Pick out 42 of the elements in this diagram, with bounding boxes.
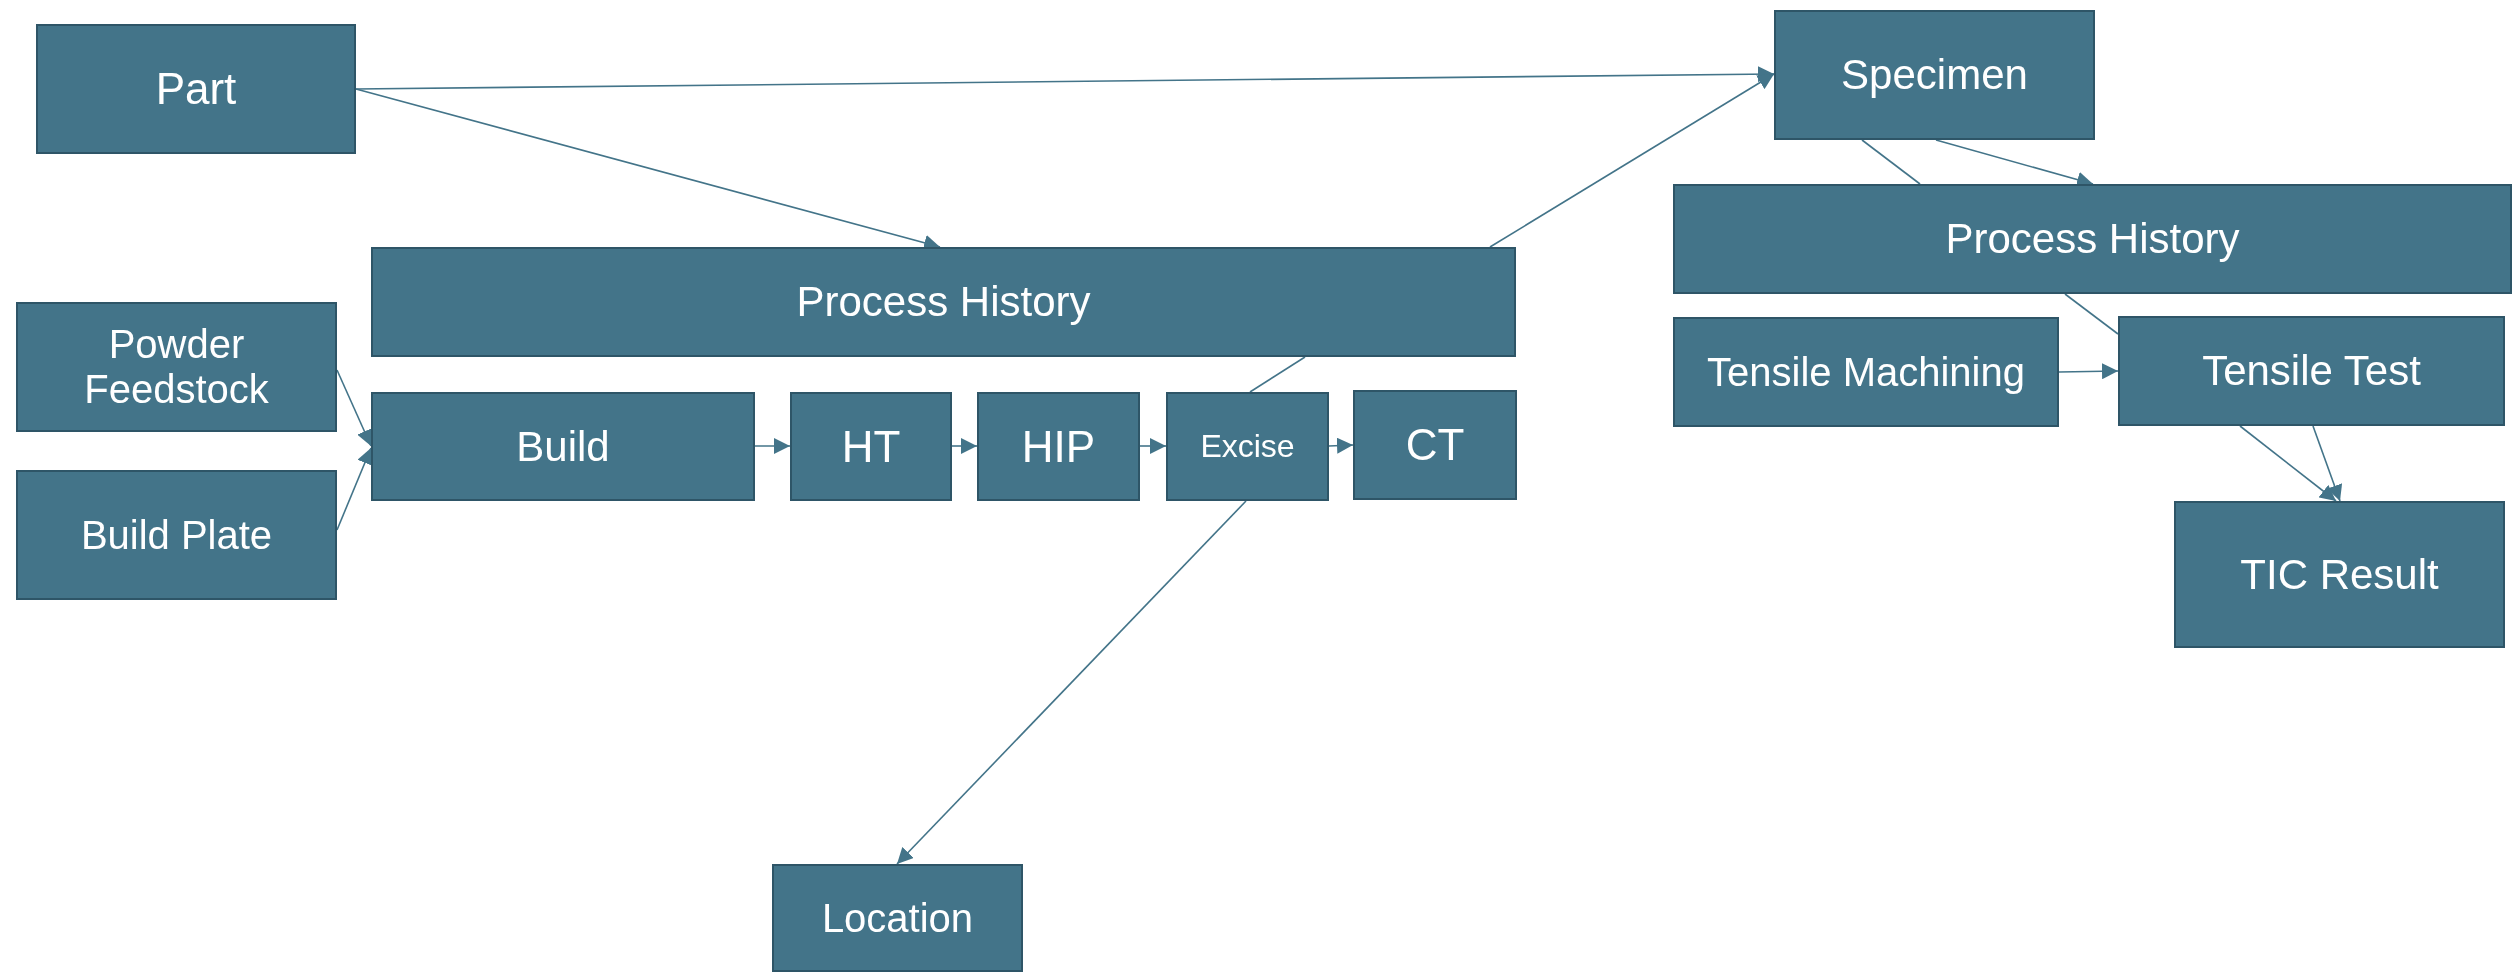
node-label: Process History bbox=[1945, 215, 2240, 263]
arrow bbox=[336, 369, 372, 447]
node-label: Powder Feedstock bbox=[83, 322, 270, 412]
node-label: Tensile Test bbox=[2202, 347, 2421, 395]
node-label: TIC Result bbox=[2240, 551, 2439, 598]
process-box bbox=[772, 864, 1023, 972]
process-box bbox=[16, 302, 337, 432]
node-label: Tensile Machining bbox=[1707, 349, 2025, 395]
arrow bbox=[355, 66, 1775, 90]
process-box bbox=[790, 392, 952, 501]
arrow bbox=[896, 500, 1247, 865]
process-box bbox=[977, 392, 1140, 501]
process-box bbox=[2118, 316, 2505, 426]
node-label: CT bbox=[1405, 420, 1465, 470]
process-box bbox=[36, 24, 356, 154]
node-label: HIP bbox=[1021, 421, 1096, 472]
arrow bbox=[336, 447, 373, 531]
node-label: Build bbox=[516, 423, 610, 470]
arrow bbox=[2239, 425, 2337, 502]
process-box bbox=[1166, 392, 1329, 501]
node-label: HT bbox=[841, 421, 901, 472]
node-label: Location bbox=[821, 895, 974, 941]
arrow bbox=[754, 438, 791, 454]
process-box bbox=[1673, 317, 2059, 427]
process-box bbox=[1353, 390, 1517, 500]
process-box bbox=[16, 470, 337, 600]
arrow bbox=[951, 438, 978, 454]
arrow bbox=[1328, 437, 1354, 454]
node-label: Build Plate bbox=[80, 512, 273, 558]
process-box bbox=[1774, 10, 2095, 140]
arrow bbox=[2312, 425, 2343, 502]
arrow bbox=[1489, 73, 1775, 248]
node-label: Process History bbox=[796, 278, 1091, 326]
node-label: Excise bbox=[1200, 428, 1295, 465]
arrow bbox=[1139, 438, 1167, 454]
process-box bbox=[2174, 501, 2505, 648]
process-box bbox=[1673, 184, 2512, 294]
node-label: Part bbox=[155, 64, 237, 114]
process-box bbox=[371, 392, 755, 501]
process-box bbox=[371, 247, 1516, 357]
arrow bbox=[2058, 363, 2119, 380]
node-label: Specimen bbox=[1841, 51, 2028, 99]
